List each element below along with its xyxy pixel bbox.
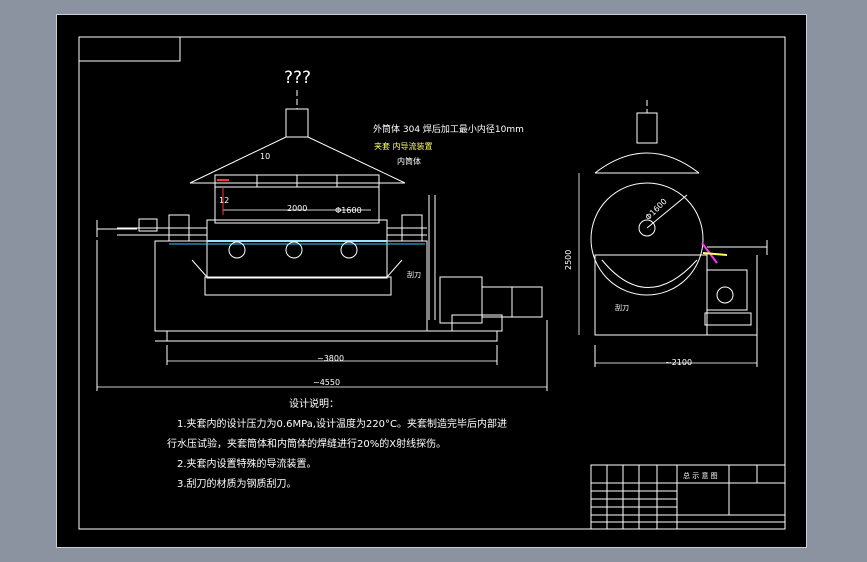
notes-line-2: 行水压试验，夹套筒体和内筒体的焊缝进行20%的X射线探伤。 xyxy=(167,437,446,450)
gear-reducer xyxy=(439,276,483,324)
dim-3800: ~3800 xyxy=(317,354,344,363)
dim-10: 10 xyxy=(260,152,270,161)
side-chimney xyxy=(636,112,658,144)
hood-roof xyxy=(189,136,406,184)
drum xyxy=(206,219,388,279)
cad-drawing: ??? xyxy=(78,36,786,530)
notes-line-3: 2.夹套内设置特殊的导流装置。 xyxy=(177,457,317,470)
dim-dia1600-front: Φ1600 xyxy=(335,206,362,215)
front-frame xyxy=(154,240,428,332)
label-scraper-side: 刮刀 xyxy=(615,303,629,312)
notes-line-4: 3.刮刀的材质为钢质刮刀。 xyxy=(177,477,297,490)
corner-box xyxy=(78,36,181,62)
side-drum xyxy=(590,182,704,296)
dim-12: 12 xyxy=(219,196,229,205)
label-scraper-front: 刮刀 xyxy=(407,270,421,279)
dim-4550: ~4550 xyxy=(313,378,340,387)
title-block xyxy=(590,464,786,530)
label-jacket: 夹套 内导流装置 xyxy=(374,141,433,151)
side-hood xyxy=(594,152,700,174)
chimney xyxy=(285,108,309,138)
side-view xyxy=(578,100,768,367)
side-accent-yellow xyxy=(702,252,728,256)
side-motor xyxy=(706,269,748,311)
notes-line-1: 1.夹套内的设计压力为0.6MPa,设计温度为220°C。夹套制造完毕后内部进 xyxy=(177,417,507,430)
dim-2100: ~2100 xyxy=(665,358,692,367)
design-notes: 设计说明： 1.夹套内的设计压力为0.6MPa,设计温度为220°C。夹套制造完… xyxy=(167,397,507,490)
title-block-title: 总 示 意 图 xyxy=(683,471,718,480)
notes-title: 设计说明： xyxy=(289,397,339,410)
front-view xyxy=(96,90,548,391)
dim-dia1600-side: Φ1600 xyxy=(644,197,669,222)
label-outer-shell: 外筒体 304 焊后加工最小内径10mm xyxy=(373,123,524,135)
inner-border xyxy=(78,36,786,530)
drawing-sheet: ??? xyxy=(56,14,807,548)
label-inner-shell: 内筒体 xyxy=(397,156,421,166)
dim-2000: 2000 xyxy=(287,204,307,213)
dim-2500: 2500 xyxy=(564,250,573,270)
unknown-mark: ??? xyxy=(284,68,311,88)
